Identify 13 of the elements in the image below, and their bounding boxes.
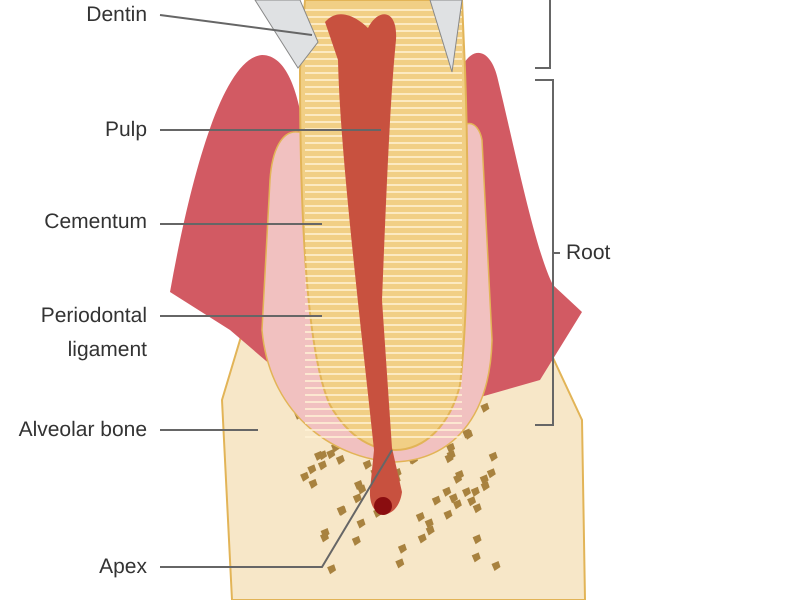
part-label: Alveolar bone — [0, 413, 147, 447]
leader-line — [160, 14, 312, 36]
leader-line — [160, 429, 258, 431]
leader-line — [160, 129, 381, 131]
part-label: Apex — [0, 550, 147, 584]
leader-line — [160, 315, 322, 317]
part-label: Periodontal ligament — [0, 299, 147, 367]
leader-line — [160, 449, 393, 568]
leader-line — [160, 223, 322, 225]
part-label: Cementum — [0, 205, 147, 239]
part-label: Pulp — [0, 113, 147, 147]
part-label: Root — [566, 240, 610, 266]
part-label: Dentin — [0, 0, 147, 32]
